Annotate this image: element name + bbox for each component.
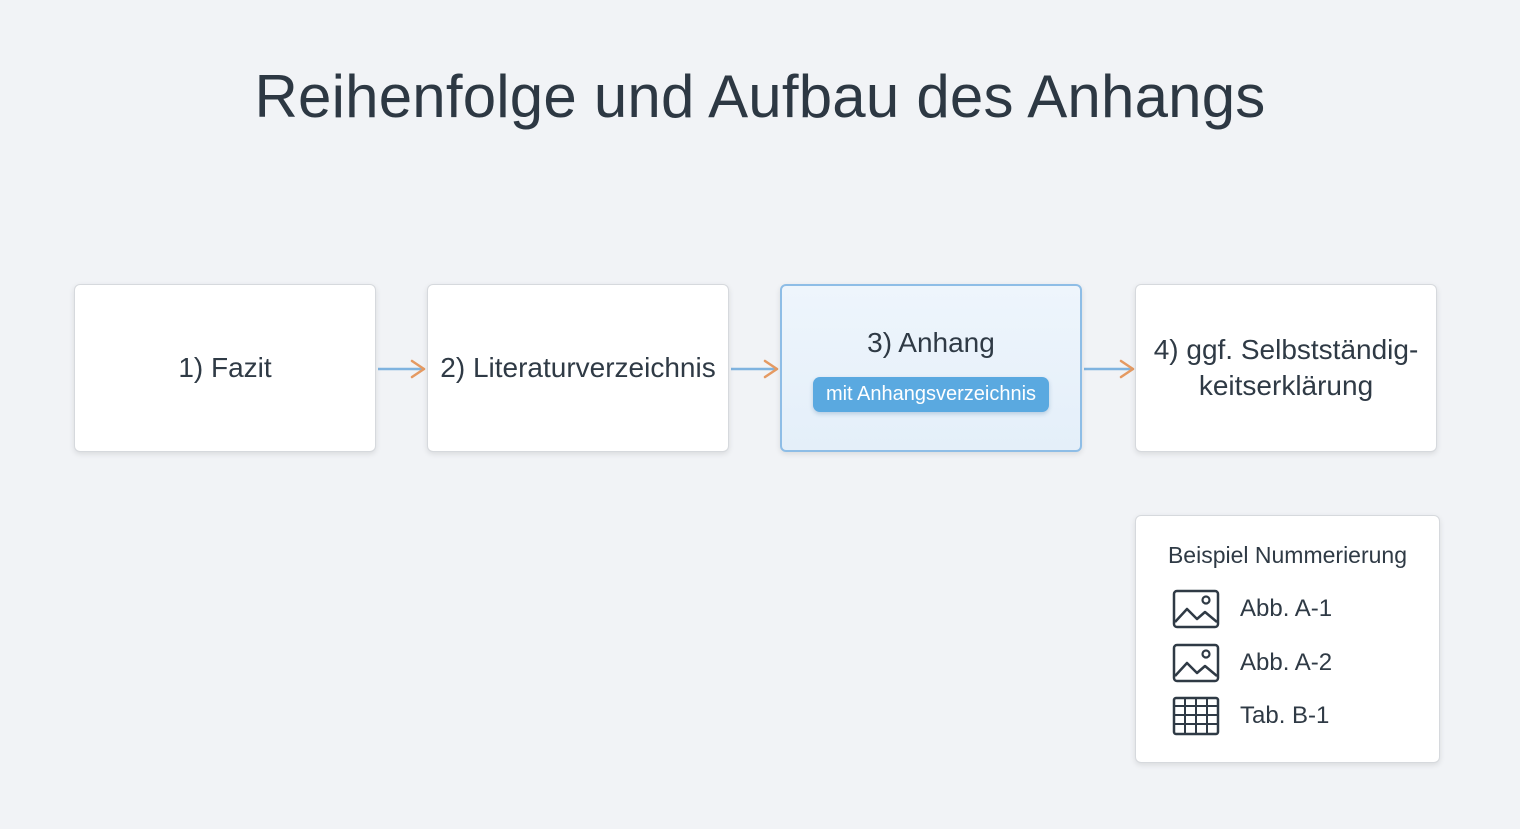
step-selbststaendigkeitserklaerung: 4) ggf. Selbstständig- keitserklärung bbox=[1135, 284, 1437, 452]
arrow-1-to-2 bbox=[378, 359, 426, 379]
table-icon bbox=[1172, 696, 1220, 736]
legend-item-label: Tab. B-1 bbox=[1240, 702, 1330, 729]
legend-title: Beispiel Nummerierung bbox=[1167, 542, 1408, 568]
legend-item-label: Abb. A-2 bbox=[1240, 649, 1333, 676]
step-label: 3) Anhang bbox=[867, 326, 995, 358]
legend-item: Tab. B-1 bbox=[1172, 696, 1329, 736]
legend-item-label: Abb. A-1 bbox=[1240, 595, 1333, 622]
step-anhang: 3) Anhang mit Anhangsverzeichnis bbox=[780, 284, 1082, 452]
legend-item: Abb. A-2 bbox=[1172, 643, 1332, 683]
legend-item: Abb. A-1 bbox=[1172, 589, 1332, 629]
arrow-3-to-4 bbox=[1084, 359, 1135, 379]
step-literaturverzeichnis: 2) Literaturverzeichnis bbox=[427, 284, 729, 452]
anhangsverzeichnis-badge: mit Anhangsverzeichnis bbox=[812, 376, 1050, 412]
step-label: 1) Fazit bbox=[178, 352, 272, 383]
step-label-line-2: keitserklärung bbox=[1198, 370, 1374, 401]
step-fazit: 1) Fazit bbox=[74, 284, 376, 452]
image-icon bbox=[1172, 643, 1220, 683]
numbering-example-panel: Beispiel Nummerierung Abb. A-1 Abb. A-2 bbox=[1135, 515, 1440, 763]
step-label: 2) Literaturverzeichnis bbox=[440, 352, 716, 383]
image-icon bbox=[1172, 589, 1220, 629]
step-label-line-1: 4) ggf. Selbstständig- bbox=[1153, 334, 1419, 365]
page-title: Reihenfolge und Aufbau des Anhangs bbox=[254, 63, 1266, 130]
arrow-2-to-3 bbox=[731, 359, 779, 379]
